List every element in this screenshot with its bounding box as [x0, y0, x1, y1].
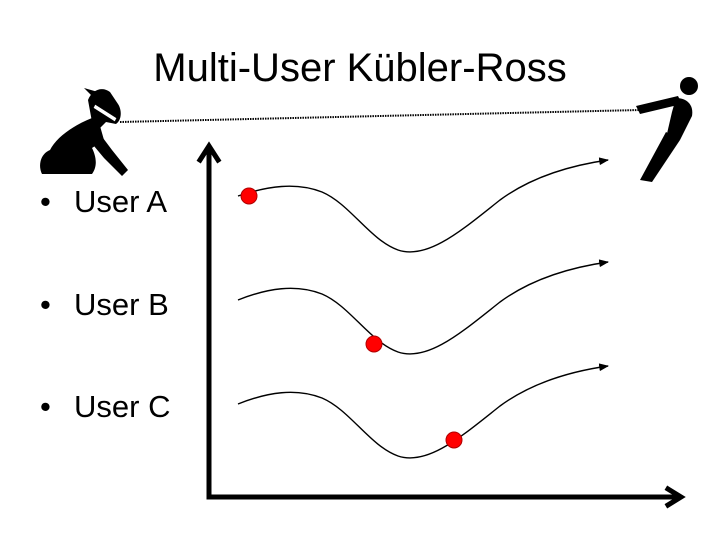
bullet-label: User B: [74, 287, 169, 322]
bullet-marker: •: [40, 184, 51, 219]
bullet-user-c: • User C: [40, 387, 170, 427]
curve-user-a: [237, 157, 609, 253]
curves: [237, 157, 609, 459]
sitting-dog-on-leash-icon: [40, 88, 128, 176]
curve-user-c: [237, 363, 609, 459]
bullet-marker: •: [40, 287, 51, 322]
curve-user-b: [237, 259, 609, 355]
bullet-label: User C: [74, 389, 171, 424]
bullet-user-a: • User A: [40, 182, 167, 222]
bullet-label: User A: [74, 184, 168, 219]
marker-user-c: [445, 431, 463, 449]
person-pulling-leash-icon: [636, 77, 698, 182]
axes: [196, 141, 686, 509]
y-axis-arrowhead: [196, 141, 222, 164]
leash-line: [119, 109, 641, 123]
position-markers: [240, 187, 463, 449]
marker-user-a: [240, 187, 258, 205]
marker-user-b: [365, 335, 383, 353]
slide-title: Multi-User Kübler-Ross: [153, 46, 567, 90]
bullet-user-b: • User B: [40, 285, 169, 325]
bullet-marker: •: [40, 389, 51, 424]
x-axis-arrowhead: [664, 485, 686, 509]
